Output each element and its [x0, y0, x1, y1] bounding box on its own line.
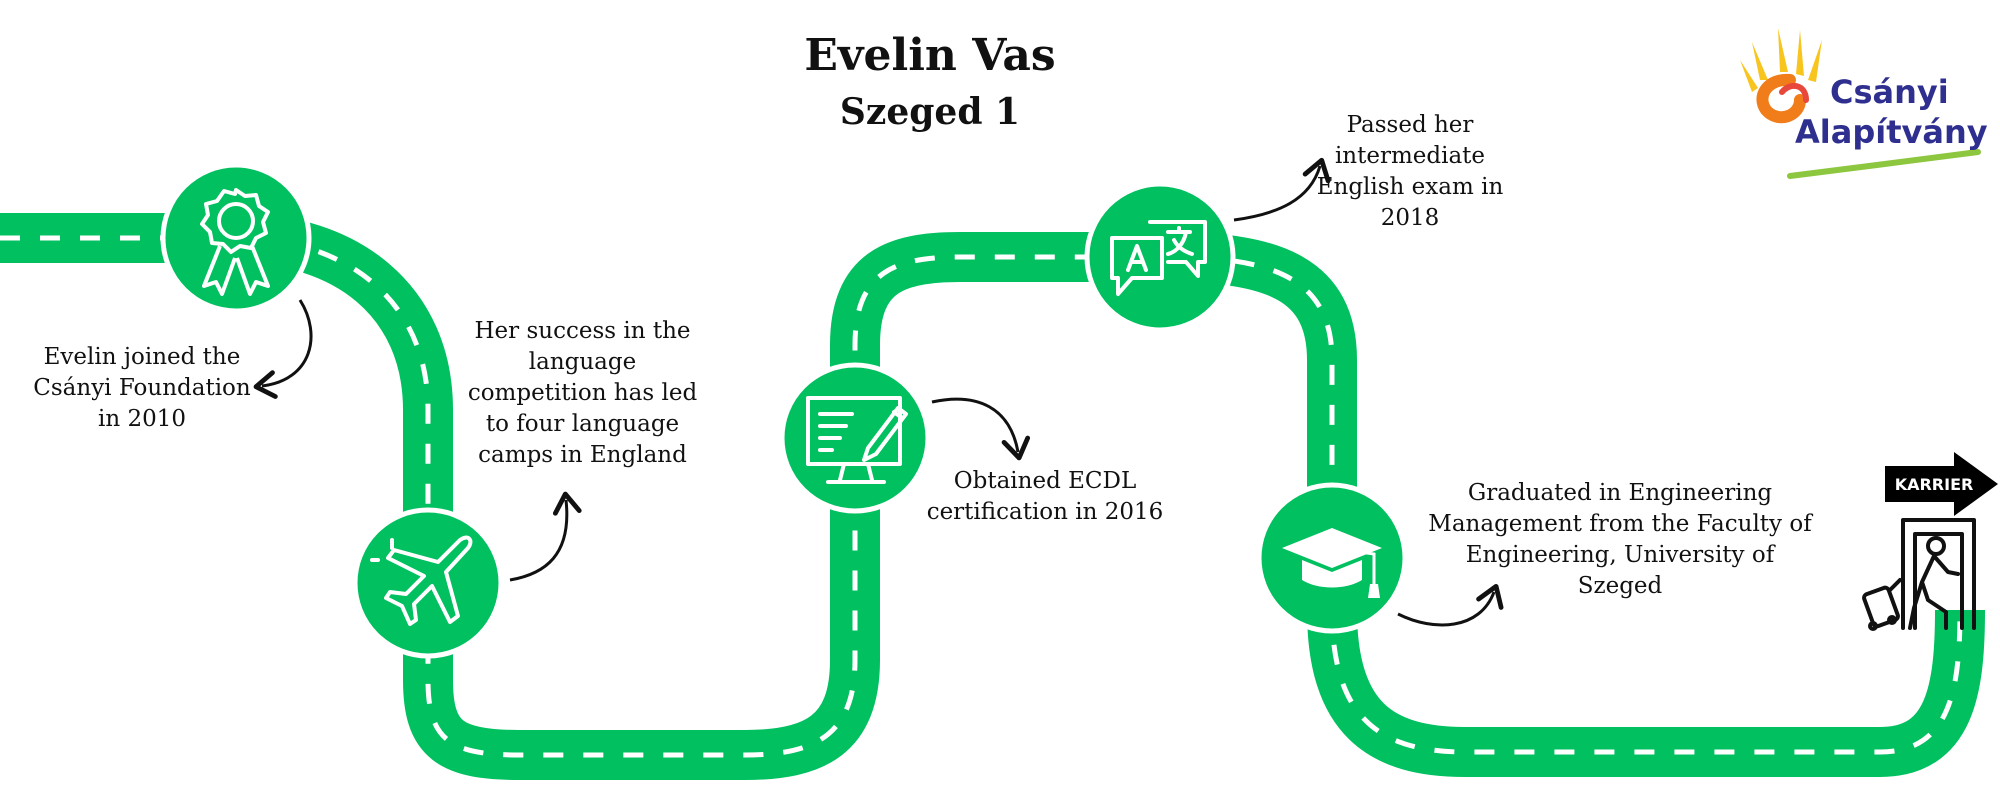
page-subtitle: Szeged 1 — [839, 91, 1021, 133]
caption-line: 2018 — [1380, 205, 1440, 231]
page-title: Evelin Vas — [804, 30, 1056, 81]
arrow-5 — [1397, 583, 1504, 627]
milestone-circle-5 — [1256, 482, 1408, 634]
karrier-sign — [1885, 452, 1998, 516]
caption-line: English exam in — [1316, 174, 1504, 200]
caption-line: camps in England — [478, 442, 687, 468]
milestone-circle-4 — [1084, 181, 1236, 333]
graduation-cap-icon — [1282, 528, 1382, 598]
award-ribbon-icon — [200, 188, 270, 296]
computer-certificate-icon — [806, 396, 908, 484]
arrow-1 — [253, 299, 313, 399]
logo-swoosh — [1787, 149, 1981, 179]
logo-text-line2: Alapítvány — [1795, 113, 1988, 151]
airplane-icon — [370, 535, 473, 626]
caption-line: Szeged — [1577, 573, 1663, 599]
road-dashes — [0, 235, 1963, 758]
arrow-4 — [1233, 157, 1331, 222]
caption-line: certification in 2016 — [926, 499, 1164, 525]
arrow-3 — [931, 397, 1031, 461]
caption-line: Management from the Faculty of — [1428, 511, 1812, 537]
translation-bubbles-icon — [1110, 220, 1207, 296]
caption-line: Obtained ECDL — [953, 468, 1137, 494]
milestone-caption-4: Passed her intermediate English exam in … — [1300, 110, 1520, 234]
caption-line: to four language — [485, 411, 680, 437]
karrier-label: KARRIER — [1894, 475, 1974, 494]
logo-text-line1: Csányi — [1830, 73, 1949, 111]
caption-line: Evelin joined the — [43, 344, 241, 370]
exit-door-traveler-icon — [1862, 518, 1976, 631]
logo-sun-graphic — [1740, 28, 1822, 124]
caption-line: competition has led — [467, 380, 698, 406]
caption-line: Passed her — [1346, 112, 1474, 138]
caption-line: in 2010 — [97, 406, 186, 432]
milestone-caption-2: Her success in the language competition … — [455, 316, 710, 471]
caption-line: Engineering, University of — [1465, 542, 1775, 568]
milestone-caption-5: Graduated in Engineering Management from… — [1420, 478, 1820, 602]
milestone-caption-3: Obtained ECDL certification in 2016 — [920, 466, 1170, 528]
caption-line: intermediate — [1334, 143, 1486, 169]
milestone-circle-3 — [779, 362, 931, 514]
milestone-circle-2 — [352, 507, 504, 659]
caption-line: Csányi Foundation — [33, 375, 251, 401]
caption-line: Her success in the — [474, 318, 691, 344]
milestone-caption-1: Evelin joined the Csányi Foundation in 2… — [22, 342, 262, 435]
milestone-circle-1 — [160, 162, 312, 314]
arrow-2 — [509, 491, 582, 582]
caption-line: Graduated in Engineering — [1467, 480, 1773, 506]
caption-line: language — [528, 349, 637, 375]
